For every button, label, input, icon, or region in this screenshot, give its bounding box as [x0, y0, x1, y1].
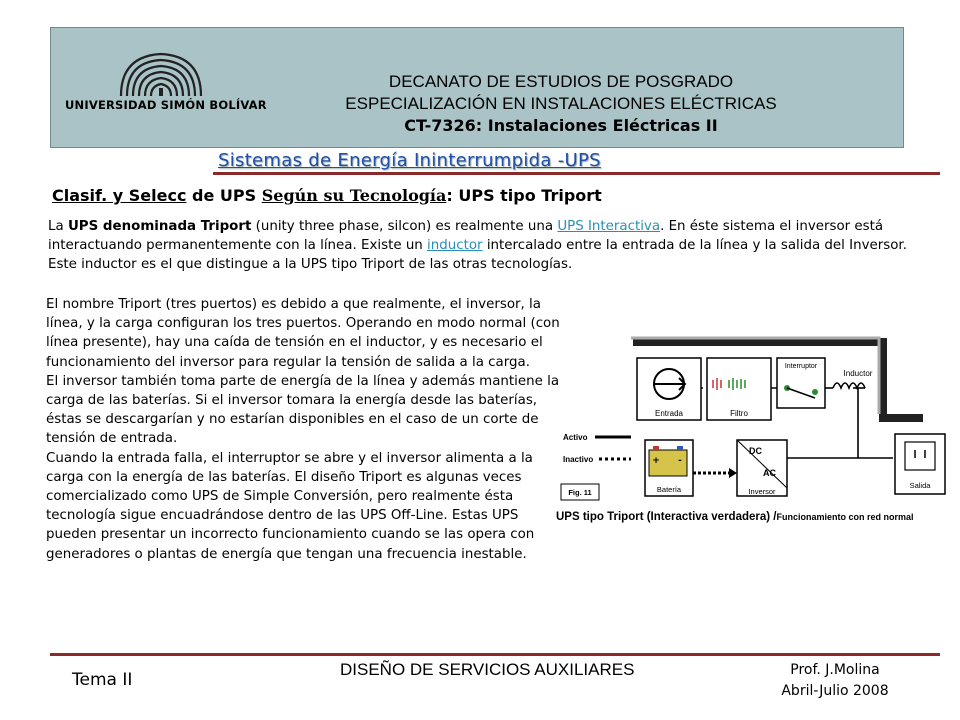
triport-diagram: Entrada Filtro Interruptor Inductor Acti…	[560, 336, 946, 501]
filtro-label: Filtro	[730, 409, 748, 418]
intro-paragraph: La UPS denominada Triport (unity three p…	[48, 217, 918, 275]
bottom-divider	[50, 653, 940, 656]
course-title: CT-7326: Instalaciones Eléctricas II	[404, 116, 718, 135]
footer-author: Prof. J.Molina Abril-Julio 2008	[765, 660, 905, 702]
intro-text-2: (unity three phase, silcon) es realmente…	[251, 219, 558, 234]
body-text-3: Cuando la entrada falla, el interruptor …	[46, 450, 535, 562]
footer-period: Abril-Julio 2008	[781, 683, 889, 699]
inversor-label: Inversor	[748, 487, 776, 496]
bateria-label: Batería	[657, 485, 682, 494]
intro-bold: UPS denominada Triport	[67, 219, 252, 234]
header-banner: UNIVERSIDAD SIMÓN BOLÍVAR DECANATO DE ES…	[50, 27, 904, 148]
salida-label: Salida	[910, 481, 932, 490]
intro-text-1: La	[48, 219, 68, 234]
caption-main: UPS tipo Triport (Interactiva verdadera)…	[556, 511, 777, 523]
heading-part-5: UPS tipo Triport	[458, 186, 602, 205]
interruptor-label: Interruptor	[785, 363, 818, 370]
ups-interactiva-link[interactable]: UPS Interactiva	[557, 219, 661, 234]
battery-plus: +	[652, 456, 660, 466]
diagram-caption: UPS tipo Triport (Interactiva verdadera)…	[556, 511, 914, 523]
slide-subtitle: Sistemas de Energía Ininterrumpida -UPS	[218, 150, 601, 171]
university-name: UNIVERSIDAD SIMÓN BOLÍVAR	[65, 98, 267, 112]
battery-minus: -	[678, 456, 682, 466]
caption-small: Funcionamiento con red normal	[776, 512, 914, 522]
ac-label: AC	[763, 468, 776, 478]
header-line-1: DECANATO DE ESTUDIOS DE POSGRADO	[388, 72, 734, 91]
footer-course: DISEÑO DE SERVICIOS AUXILIARES	[340, 660, 635, 679]
inductor-link[interactable]: inductor	[427, 238, 483, 254]
figure-number: Fig. 11	[568, 488, 591, 497]
body-text-2: El inversor también toma parte de energí…	[46, 373, 560, 447]
legend-activo: Activo	[563, 433, 588, 442]
entrada-label: Entrada	[655, 409, 684, 418]
heading-part-3: Según su Tecnología	[261, 186, 447, 205]
intro-text-3: . En éste sistema el inversor está inter…	[48, 219, 884, 254]
heading-part-2: de UPS	[186, 186, 262, 205]
section-heading: Clasif. y Selecc de UPS Según su Tecnolo…	[52, 186, 602, 205]
inversor-block	[736, 439, 788, 497]
legend-inactivo: Inactivo	[563, 455, 593, 464]
inductor-label: Inductor	[844, 369, 873, 378]
dc-label: DC	[749, 446, 762, 456]
footer-prof: Prof. J.Molina	[790, 662, 880, 678]
body-text-1: El nombre Triport (tres puertos) es debi…	[46, 297, 560, 370]
footer-tema: Tema II	[72, 670, 133, 690]
filtro-block	[706, 357, 772, 421]
top-divider	[213, 172, 940, 175]
salida-block	[894, 433, 946, 495]
university-logo-icon	[119, 52, 203, 97]
header-line-2: ESPECIALIZACIÓN EN INSTALACIONES ELÉCTRI…	[345, 94, 777, 113]
body-paragraph: El nombre Triport (tres puertos) es debi…	[46, 295, 566, 564]
heading-part-1: Clasif. y Selecc	[52, 186, 187, 205]
interruptor-block	[776, 357, 826, 409]
intro-text-4: intercalado entre la entrada de la línea…	[48, 238, 907, 273]
heading-part-4: :	[446, 186, 459, 205]
